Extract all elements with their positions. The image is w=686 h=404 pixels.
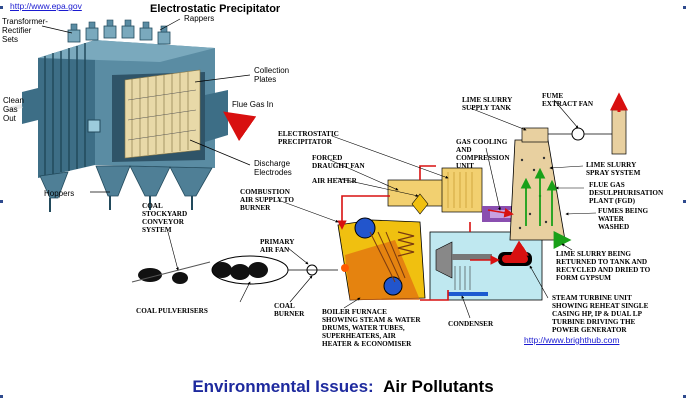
esp-title: Electrostatic Precipitator	[150, 3, 281, 15]
epa-link[interactable]: http://www.epa.gov	[10, 1, 82, 11]
footer-title-part2: Air Pollutants	[383, 377, 494, 396]
label-forced-fan: FORCED DRAUGHT FAN	[312, 154, 365, 170]
label-boiler-furnace: BOILER FURNACE SHOWING STEAM & WATER DRU…	[322, 308, 421, 348]
label-lime-slurry-tank: LIME SLURRY SUPPLY TANK	[462, 96, 513, 112]
label-condenser: CONDENSER	[448, 320, 494, 328]
brighthub-link[interactable]: http://www.brighthub.com	[524, 335, 620, 345]
edge-dot	[683, 6, 686, 9]
label-flue-gas-in: Flue Gas In	[232, 100, 274, 109]
label-air-heater: AIR HEATER	[312, 177, 357, 185]
esp-unit	[5, 18, 257, 212]
label-lime-spray: LIME SLURRY SPRAY SYSTEM	[586, 161, 641, 177]
label-fgd: FLUE GAS DESULPHURISATION PLANT (FGD)	[589, 181, 664, 205]
label-coal-pulverisers: COAL PULVERISERS	[136, 307, 208, 315]
label-steam-turbine: STEAM TURBINE UNIT SHOWING REHEAT SINGLE…	[552, 294, 649, 334]
label-coal-burner: COAL BURNER	[274, 302, 305, 318]
edge-dot	[0, 395, 3, 398]
edge-dot	[683, 395, 686, 398]
label-transformer: Transformer- Rectifier Sets	[2, 17, 48, 44]
label-lime-returned: LIME SLURRY BEING RETURNED TO TANK AND R…	[556, 250, 651, 282]
footer-title-part1: Environmental Issues:	[192, 377, 374, 396]
label-coal-stockyard: COAL STOCKYARD CONVEYOR SYSTEM	[142, 202, 188, 234]
label-rappers: Rappers	[184, 14, 215, 23]
label-combustion-air: COMBUSTION AIR SUPPLY TO BURNER	[240, 188, 294, 212]
label-collection-plates: Collection Plates	[254, 66, 290, 84]
edge-dot	[0, 200, 3, 203]
footer-title: Environmental Issues: Air Pollutants	[0, 377, 686, 397]
label-clean-gas-out: Clean Gas Out	[3, 96, 24, 123]
plant-unit	[131, 92, 628, 319]
label-fume-extract-fan: FUME EXTRACT FAN	[542, 92, 594, 108]
edge-dot	[0, 6, 3, 9]
label-esp: ELECTROSTATIC PRECIPITATOR	[278, 130, 339, 146]
edge-dot	[683, 200, 686, 203]
label-primary-air-fan: PRIMARY AIR FAN	[260, 238, 295, 254]
label-fumes-washed: FUMES BEING WATER WASHED	[598, 207, 649, 231]
label-hoppers: Hoppers	[44, 189, 75, 198]
label-gas-cooling: GAS COOLING AND COMPRESSION UNIT	[456, 138, 510, 170]
label-discharge-electrodes: Discharge Electrodes	[254, 159, 292, 177]
